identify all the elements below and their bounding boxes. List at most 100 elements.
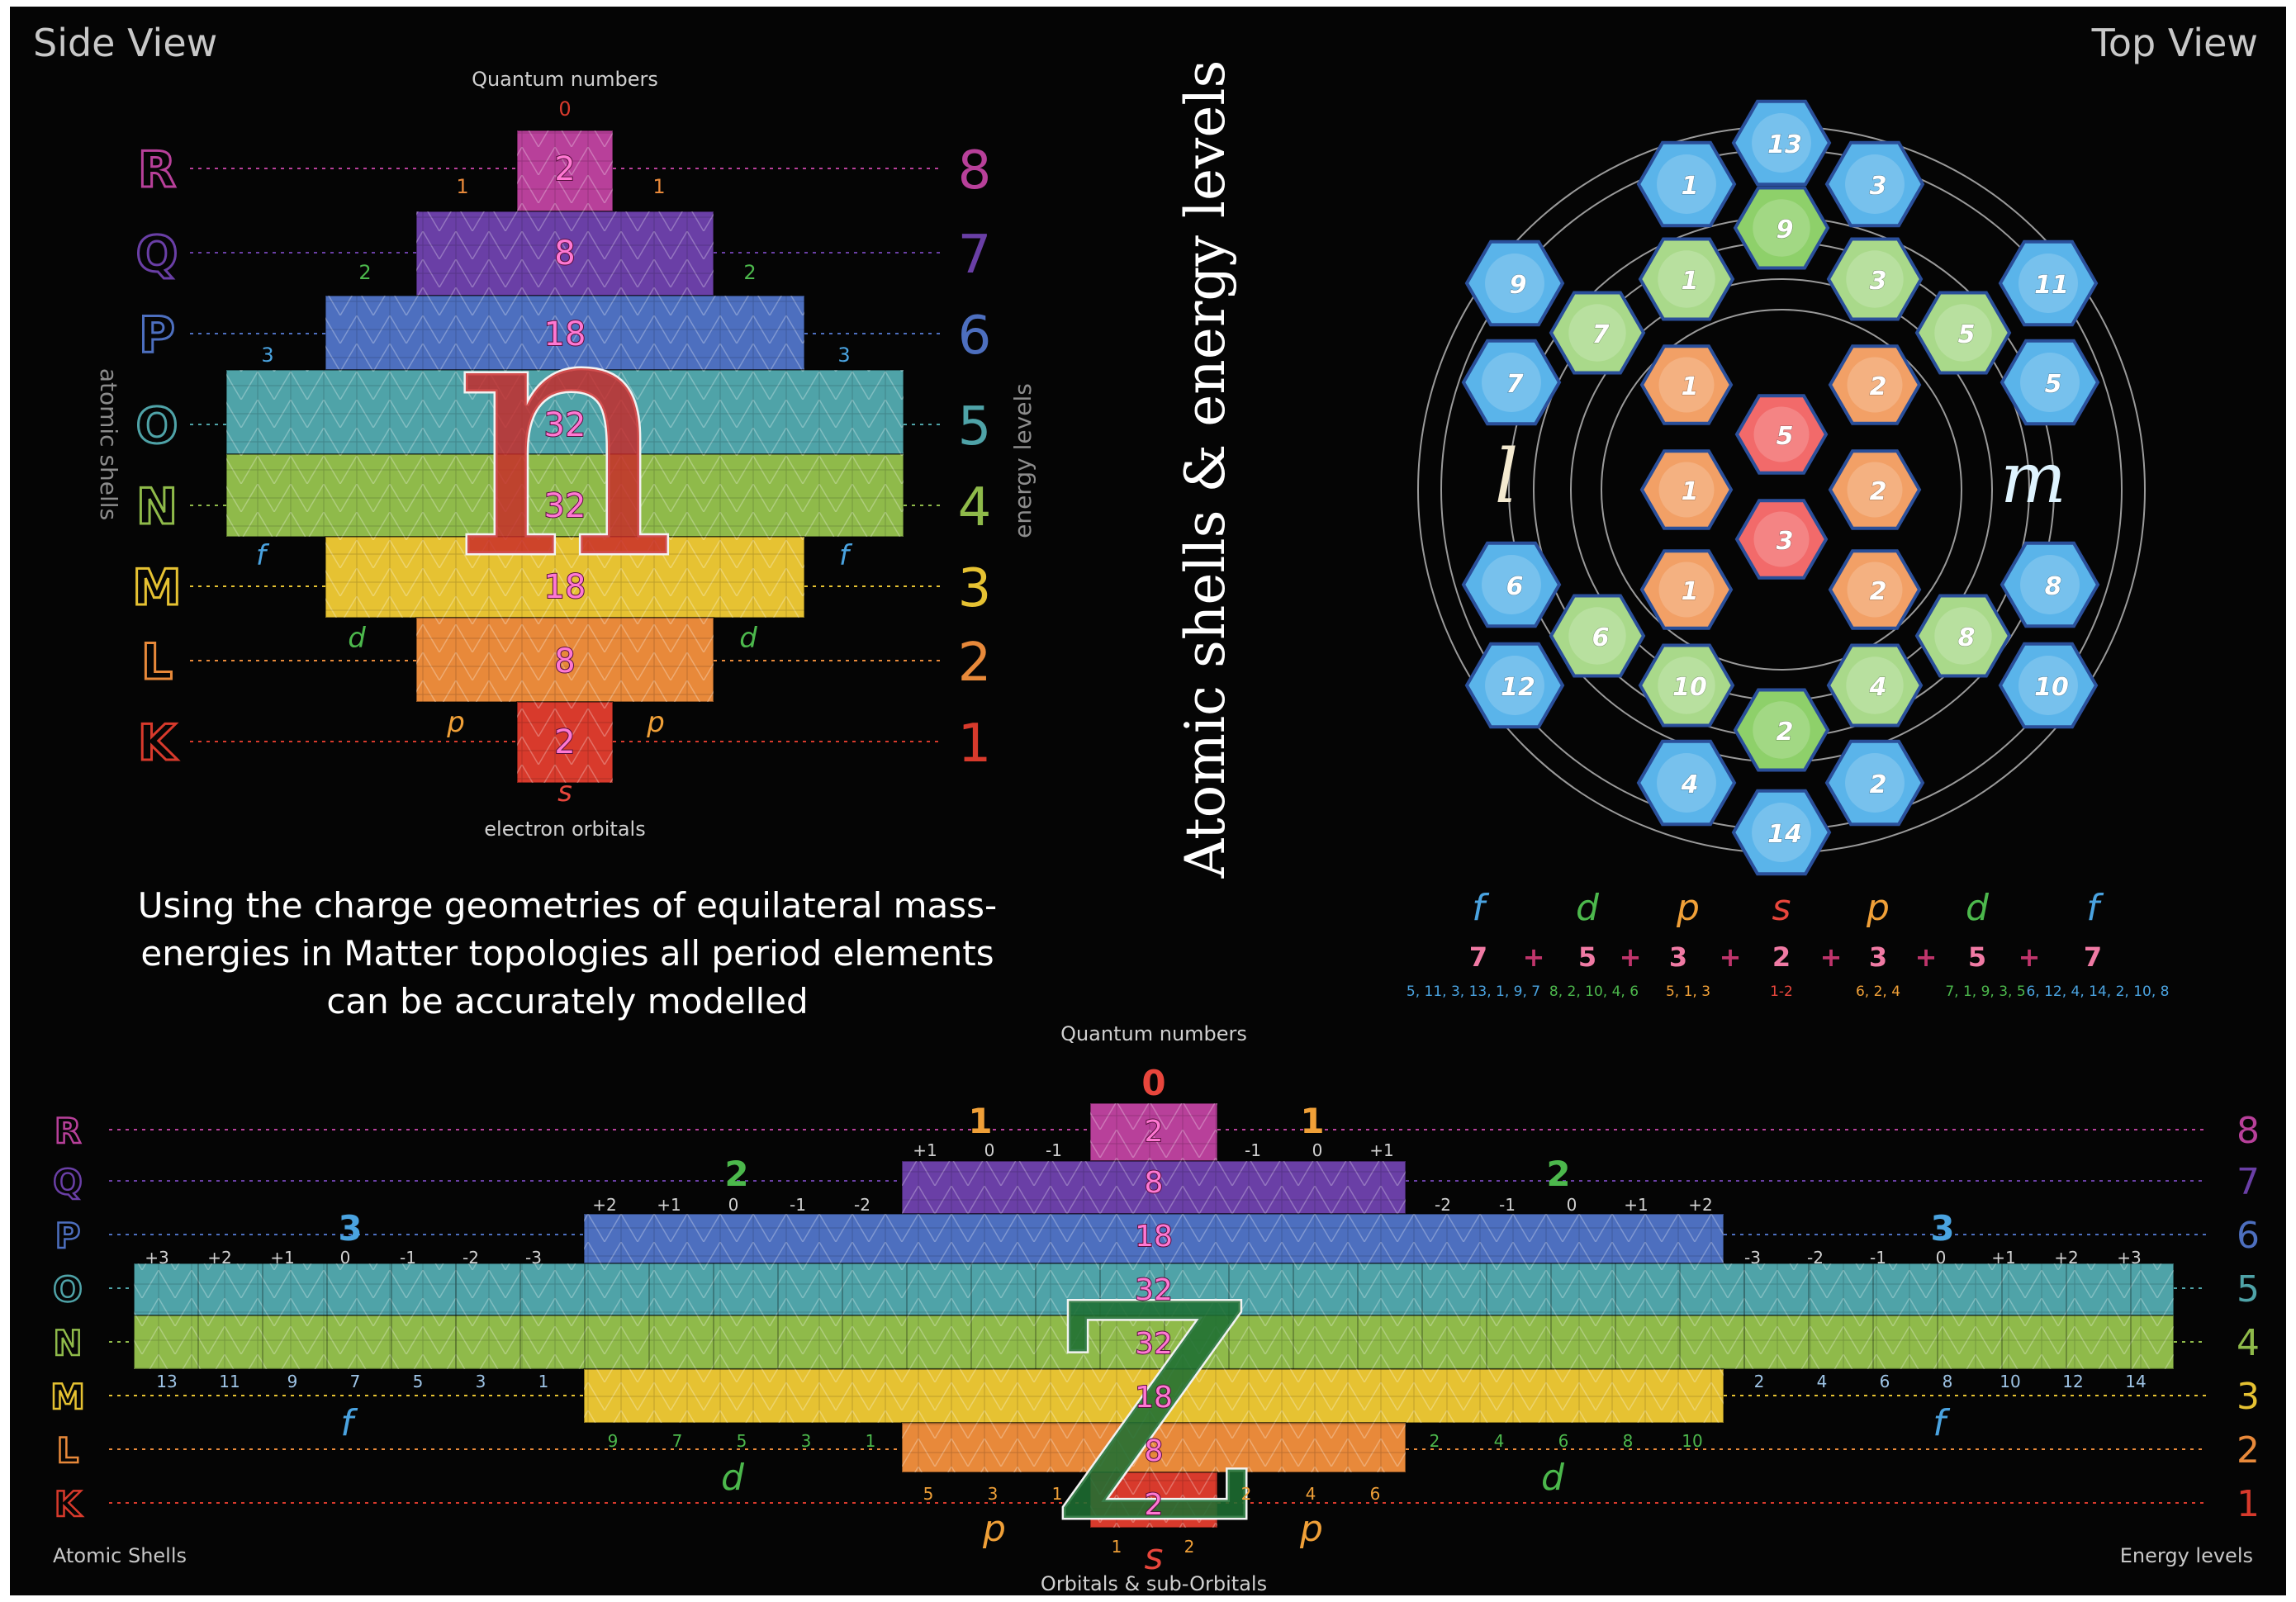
main-m-number: +2 bbox=[207, 1248, 231, 1268]
main-energy-level-number: 8 bbox=[2237, 1110, 2260, 1152]
main-electron-number: 1 bbox=[866, 1431, 876, 1451]
top-hex-number: 1 bbox=[1682, 577, 1699, 606]
main-shell-texture bbox=[134, 1263, 2174, 1315]
top-hex-number: 2 bbox=[1870, 477, 1887, 506]
top-hex-cell-glow bbox=[1846, 656, 1904, 714]
legend-sum-token: 2 bbox=[1772, 941, 1791, 973]
side-quantum-number: 0 bbox=[558, 97, 571, 121]
main-electron-number: 5 bbox=[413, 1372, 424, 1391]
top-hex-cell-glow bbox=[2018, 656, 2078, 715]
main-electron-number: 1 bbox=[1052, 1484, 1063, 1504]
main-quantum-number: 1 bbox=[1300, 1101, 1324, 1141]
top-hex-cell bbox=[1733, 688, 1830, 772]
top-hex-number: 5 bbox=[2045, 370, 2062, 399]
main-capacity-number: 2 bbox=[1145, 1115, 1164, 1149]
legend-orbital-letter: s bbox=[1772, 887, 1791, 929]
side-shell-texture bbox=[416, 211, 714, 296]
top-hex-cell bbox=[1734, 499, 1829, 580]
main-shell-letter: P bbox=[55, 1216, 81, 1256]
top-hex-cell-glow bbox=[1847, 357, 1903, 413]
side-shell-texture bbox=[517, 130, 613, 211]
legend-sum-token: 5 bbox=[1968, 941, 1986, 973]
legend-orbital-letter: d bbox=[1576, 887, 1600, 929]
top-hex-cell-glow bbox=[1752, 803, 1811, 862]
main-shell-texture bbox=[1090, 1103, 1217, 1161]
side-capacity-number: 18 bbox=[544, 568, 586, 606]
top-hex-cell-glow bbox=[1847, 562, 1903, 618]
main-electron-number: 7 bbox=[350, 1372, 361, 1391]
top-hex-cell bbox=[1828, 344, 1922, 425]
main-energy-level-number: 3 bbox=[2237, 1376, 2260, 1418]
top-hex-number: 4 bbox=[1681, 770, 1699, 799]
top-hex-cell bbox=[1639, 449, 1734, 530]
top-hex-number: 9 bbox=[1777, 216, 1794, 244]
top-hex-cell-glow bbox=[1482, 555, 1541, 614]
top-view-title: Top View bbox=[2091, 21, 2258, 65]
legend-sum-token: + bbox=[1620, 941, 1642, 973]
main-electron-number: 4 bbox=[1817, 1372, 1828, 1391]
main-m-number: +2 bbox=[1688, 1195, 1712, 1215]
main-m-number: -1 bbox=[790, 1195, 806, 1215]
legend-sum-token: 7 bbox=[1469, 941, 1487, 973]
main-shell-texture bbox=[1090, 1472, 1217, 1528]
top-hex-cell-glow bbox=[2020, 555, 2080, 614]
main-shell-letter: M bbox=[50, 1377, 85, 1417]
top-hex-cell bbox=[1639, 344, 1734, 425]
side-capacity-number: 32 bbox=[544, 406, 586, 444]
side-orbital-letter: s bbox=[557, 775, 572, 808]
side-shell-texture bbox=[517, 702, 613, 783]
legend-orbital-letter: d bbox=[1966, 887, 1990, 929]
main-energy-level-number: 1 bbox=[2237, 1483, 2260, 1525]
legend-list: 6, 12, 4, 14, 2, 10, 8 bbox=[2026, 983, 2169, 1000]
main-shell-letter: O bbox=[53, 1269, 83, 1310]
side-shell-letter: O bbox=[135, 397, 178, 455]
main-m-number: -3 bbox=[525, 1248, 542, 1268]
top-hex-cell-glow bbox=[1485, 656, 1544, 715]
top-hex-number: 13 bbox=[1767, 130, 1802, 159]
side-energy-level-number: 3 bbox=[958, 558, 992, 619]
main-electron-number: 4 bbox=[1306, 1484, 1316, 1504]
top-hex-cell bbox=[1824, 739, 1925, 827]
side-energy-level-number: 5 bbox=[958, 396, 992, 457]
main-quantum-number: 2 bbox=[724, 1154, 748, 1194]
top-hex-number: 8 bbox=[2045, 572, 2062, 601]
top-hex-cell-glow bbox=[1485, 254, 1544, 313]
main-capacity-number: 32 bbox=[1135, 1273, 1173, 1307]
top-l-label: l bbox=[1495, 434, 1519, 520]
legend-orbital-letter: p bbox=[1676, 887, 1700, 929]
main-electron-number: 13 bbox=[156, 1372, 177, 1391]
main-m-number: +1 bbox=[270, 1248, 294, 1268]
top-hex-cell-glow bbox=[1847, 462, 1903, 518]
main-capacity-number: 8 bbox=[1145, 1434, 1164, 1468]
main-energy-level-number: 7 bbox=[2237, 1161, 2260, 1203]
top-hex-number: 5 bbox=[1958, 320, 1976, 349]
main-shell-letter: N bbox=[53, 1323, 82, 1363]
side-quantum-number: 3 bbox=[261, 344, 273, 367]
legend-orbital-letter: p bbox=[1866, 887, 1890, 929]
top-hex-cell bbox=[1826, 237, 1924, 321]
top-hex-cell-glow bbox=[1753, 406, 1810, 462]
main-electron-number: 10 bbox=[1682, 1431, 1702, 1451]
top-hex-cell bbox=[1998, 239, 2099, 327]
main-electron-number: 10 bbox=[2000, 1372, 2020, 1391]
main-electron-number: 5 bbox=[923, 1484, 934, 1504]
main-m-number: 0 bbox=[728, 1195, 739, 1215]
top-hex-cell bbox=[1914, 594, 2012, 678]
energy-levels-footer-label: Energy levels bbox=[2120, 1544, 2253, 1567]
top-hex-cell bbox=[1636, 739, 1737, 827]
side-quantum-number: 2 bbox=[743, 261, 756, 284]
top-hex-cell bbox=[1734, 394, 1829, 475]
top-hex-cell bbox=[2000, 339, 2100, 426]
side-energy-level-number: 6 bbox=[958, 306, 992, 367]
main-electron-number: 2 bbox=[1241, 1484, 1252, 1504]
side-shell-letter: K bbox=[138, 714, 178, 772]
legend-list: 1-2 bbox=[1770, 983, 1793, 1000]
main-big-letter: Z bbox=[1051, 1242, 1257, 1588]
side-capacity-number: 18 bbox=[544, 315, 586, 353]
main-orbital-letter: s bbox=[1145, 1536, 1164, 1578]
top-hex-number: 11 bbox=[2034, 271, 2069, 300]
top-hex-number: 2 bbox=[1870, 372, 1887, 401]
top-hex-number: 2 bbox=[1870, 577, 1887, 606]
top-hex-number: 2 bbox=[1870, 770, 1887, 799]
